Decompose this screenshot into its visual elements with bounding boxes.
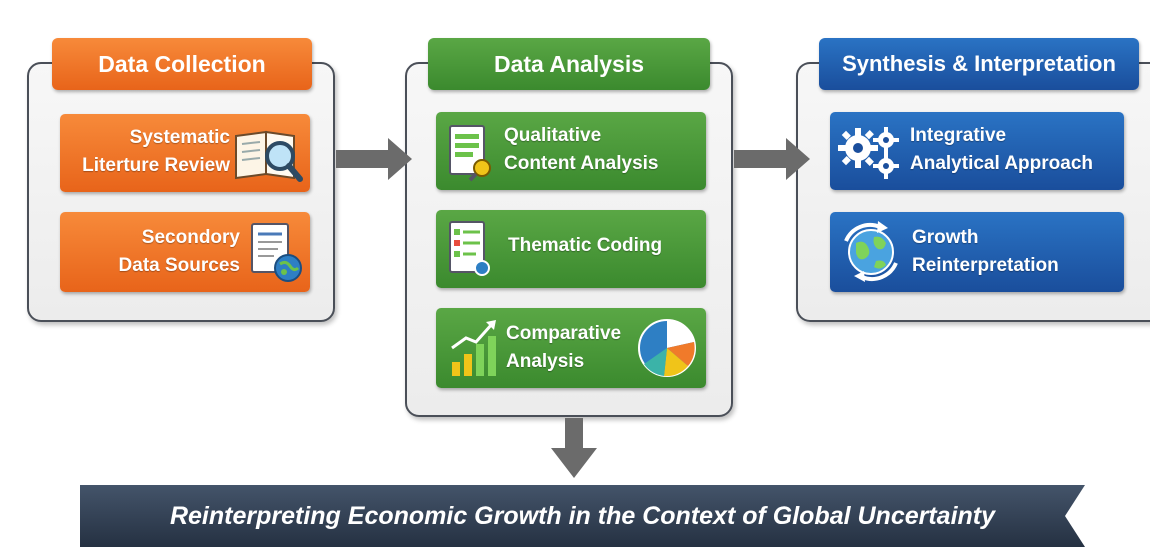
data-analysis-title: Data Analysis — [494, 50, 644, 77]
integrative-line2: Analytical Approach — [910, 153, 1094, 174]
synthesis-title: Synthesis & Interpretation — [842, 51, 1116, 76]
qualitative-analysis-box: Qualitative Content Analysis — [436, 112, 706, 190]
growth-reinterpretation-box: Growth Reinterpretation — [830, 212, 1124, 292]
data-analysis-header: Data Analysis — [428, 38, 710, 90]
integrative-line1: Integrative — [910, 125, 1007, 146]
conclusion-banner: Reinterpreting Economic Growth in the Co… — [80, 483, 1085, 549]
banner-title: Reinterpreting Economic Growth in the Co… — [169, 501, 996, 530]
qualitative-line2: Content Analysis — [504, 153, 659, 174]
comparative-analysis-box: Comparative Analysis — [436, 308, 706, 388]
secondary-data-box: Secondory Data Sources — [60, 212, 310, 292]
globe-arrows-icon — [844, 221, 898, 282]
thematic-coding-label: Thematic Coding — [508, 235, 663, 256]
checklist-icon — [449, 221, 490, 276]
data-collection-header: Data Collection — [52, 38, 312, 90]
arrow-collection-to-analysis — [336, 138, 412, 180]
systematic-review-line1: Systematic — [129, 127, 230, 148]
data-collection-title: Data Collection — [98, 50, 266, 77]
systematic-review-line2: Literture Review — [82, 155, 230, 176]
integrative-approach-box: Integrative Analytical Approach — [830, 112, 1124, 190]
systematic-review-box: Systematic Literture Review — [60, 114, 310, 192]
arrow-analysis-to-banner — [551, 418, 597, 478]
growth-line1: Growth — [912, 227, 979, 248]
qualitative-line1: Qualitative — [504, 125, 602, 146]
gears-icon — [838, 127, 899, 179]
comparative-line1: Comparative — [506, 323, 622, 344]
secondary-data-line1: Secondory — [141, 227, 240, 248]
thematic-coding-box: Thematic Coding — [436, 210, 706, 288]
bar-chart-trend-icon — [451, 320, 496, 376]
comparative-line2: Analysis — [506, 351, 585, 372]
book-magnifier-icon — [235, 130, 303, 182]
pie-chart-icon — [638, 319, 696, 377]
arrow-analysis-to-synthesis — [734, 138, 810, 180]
growth-line2: Reinterpretation — [912, 255, 1059, 276]
document-globe-icon — [251, 223, 302, 282]
synthesis-header: Synthesis & Interpretation — [819, 38, 1139, 90]
secondary-data-line2: Data Sources — [118, 255, 240, 276]
document-chart-icon — [449, 125, 491, 182]
